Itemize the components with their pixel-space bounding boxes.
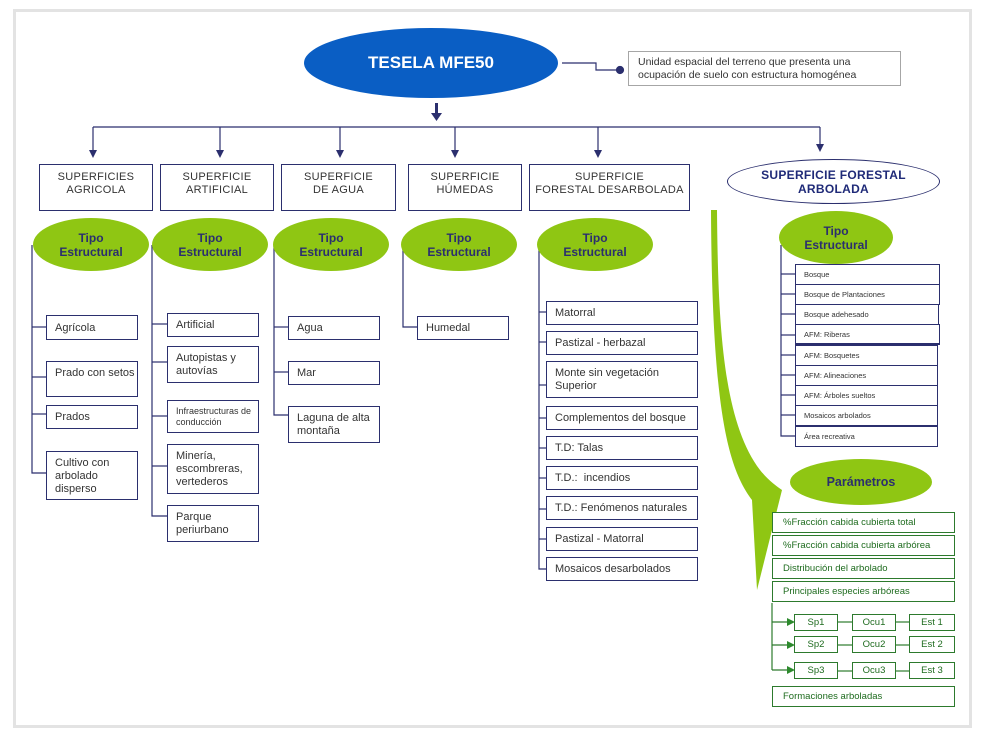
tipo-line2: Estructural [178, 244, 242, 259]
item-mosaicos-arbolados: Mosaicos arbolados [795, 405, 938, 426]
category-artificial: SUPERFICIE ARTIFICIAL [160, 164, 274, 211]
category-forestal-arbolada: SUPERFICIE FORESTAL ARBOLADA [727, 159, 940, 204]
item-matorral: Matorral [546, 301, 698, 325]
species-sp3: Sp3 [794, 662, 838, 679]
item-pastizal-matorral: Pastizal - Matorral [546, 527, 698, 551]
tipo-line1: Tipo [197, 230, 223, 245]
species-est2: Est 2 [909, 636, 955, 653]
item-artificial: Artificial [167, 313, 259, 337]
species-sp1: Sp1 [794, 614, 838, 631]
tree-lines [31, 245, 795, 570]
tipo-line1: Tipo [318, 230, 344, 245]
parametros-node: Parámetros [790, 459, 932, 505]
item-td-incendios: T.D.: incendios [546, 466, 698, 490]
definition-note: Unidad espacial del terreno que presenta… [628, 51, 901, 86]
category-label-line2: FORESTAL DESARBOLADA [535, 184, 684, 196]
tipo-line2: Estructural [427, 244, 491, 259]
tipo-line2: Estructural [299, 244, 363, 259]
tipo-line2: Estructural [59, 244, 123, 259]
category-label-line2: ARTIFICIAL [185, 184, 249, 196]
category-label-line1: SUPERFICIE FORESTAL [761, 167, 906, 182]
param-principales-especies: Principales especies arbóreas [772, 581, 955, 602]
species-ocu1: Ocu1 [852, 614, 896, 631]
category-label-line1: SUPERFICIE [574, 171, 644, 183]
item-prado-con-setos: Prado con setos [46, 361, 138, 397]
item-agricola: Agrícola [46, 315, 138, 340]
item-bosque-plantaciones: Bosque de Plantaciones [795, 284, 940, 305]
param-fcc-arborea: %Fracción cabida cubierta arbórea [772, 535, 955, 556]
species-ocu3: Ocu3 [852, 662, 896, 679]
tipo-line1: Tipo [78, 230, 104, 245]
item-mar: Mar [288, 361, 380, 385]
note-connector [562, 62, 625, 75]
species-lines [771, 603, 909, 674]
category-humedas: SUPERFICIE HÚMEDAS [408, 164, 522, 211]
tipo-line1: Tipo [823, 223, 849, 238]
root-node-tesela: TESELA MFE50 [304, 28, 558, 98]
item-complementos-bosque: Complementos del bosque [546, 406, 698, 430]
item-laguna-alta-montana: Laguna de alta montaña [288, 406, 380, 443]
category-bus [89, 126, 824, 158]
tipo-line1: Tipo [582, 230, 608, 245]
item-bosque-adehesado: Bosque adehesado [795, 304, 939, 325]
species-ocu2: Ocu2 [852, 636, 896, 653]
item-cultivo-arbolado-disperso: Cultivo con arbolado disperso [46, 451, 138, 500]
param-fcc-total: %Fracción cabida cubierta total [772, 512, 955, 533]
item-td-fenomenos-naturales: T.D.: Fenómenos naturales [546, 496, 698, 520]
item-mineria-escombreras: Minería, escombreras, vertederos [167, 444, 259, 494]
tipo-line1: Tipo [446, 230, 472, 245]
item-prados: Prados [46, 405, 138, 429]
species-est1: Est 1 [909, 614, 955, 631]
item-infraestructuras-conduccion: Infraestructuras de conducción [167, 400, 259, 433]
item-td-talas: T.D: Talas [546, 436, 698, 460]
item-agua: Agua [288, 316, 380, 340]
category-agricola: SUPERFICIES AGRICOLA [39, 164, 153, 211]
item-afm-arboles-sueltos: AFM: Árboles sueltos [795, 385, 938, 406]
category-label-line1: SUPERFICIE [303, 171, 373, 183]
category-agua: SUPERFICIE DE AGUA [281, 164, 396, 211]
category-label-line2: ARBOLADA [797, 181, 870, 196]
category-forestal-desarbolada: SUPERFICIE FORESTAL DESARBOLADA [529, 164, 690, 211]
item-afm-bosquetes: AFM: Bosquetes [795, 345, 938, 366]
category-label-line1: SUPERFICIE [182, 171, 252, 183]
down-arrow-icon [431, 103, 442, 121]
item-pastizal-herbazal: Pastizal - herbazal [546, 331, 698, 355]
category-label-line2: DE AGUA [312, 184, 364, 196]
species-est3: Est 3 [909, 662, 955, 679]
item-mosaicos-desarbolados: Mosaicos desarbolados [546, 557, 698, 581]
curved-arrow-icon [711, 210, 782, 590]
category-label-line1: SUPERFICIE [430, 171, 500, 183]
category-label-line1: SUPERFICIES [57, 171, 135, 183]
item-parque-periurbano: Parque periurbano [167, 505, 259, 542]
param-formaciones-arboladas: Formaciones arboladas [772, 686, 955, 707]
category-label-line2: AGRICOLA [66, 184, 126, 196]
species-sp2: Sp2 [794, 636, 838, 653]
item-bosque: Bosque [795, 264, 940, 285]
item-humedal: Humedal [417, 316, 509, 340]
tipo-line2: Estructural [804, 237, 868, 252]
item-afm-alineaciones: AFM: Alineaciones [795, 365, 938, 386]
param-distribucion-arbolado: Distribución del arbolado [772, 558, 955, 579]
item-monte-sin-vegetacion: Monte sin vegetación Superior [546, 361, 698, 398]
item-afm-riberas: AFM: Riberas [795, 324, 940, 345]
tipo-line2: Estructural [563, 244, 627, 259]
category-label-line2: HÚMEDAS [436, 184, 494, 196]
item-area-recreativa: Área recreativa [795, 426, 938, 447]
item-autopistas-autovias: Autopistas y autovías [167, 346, 259, 383]
